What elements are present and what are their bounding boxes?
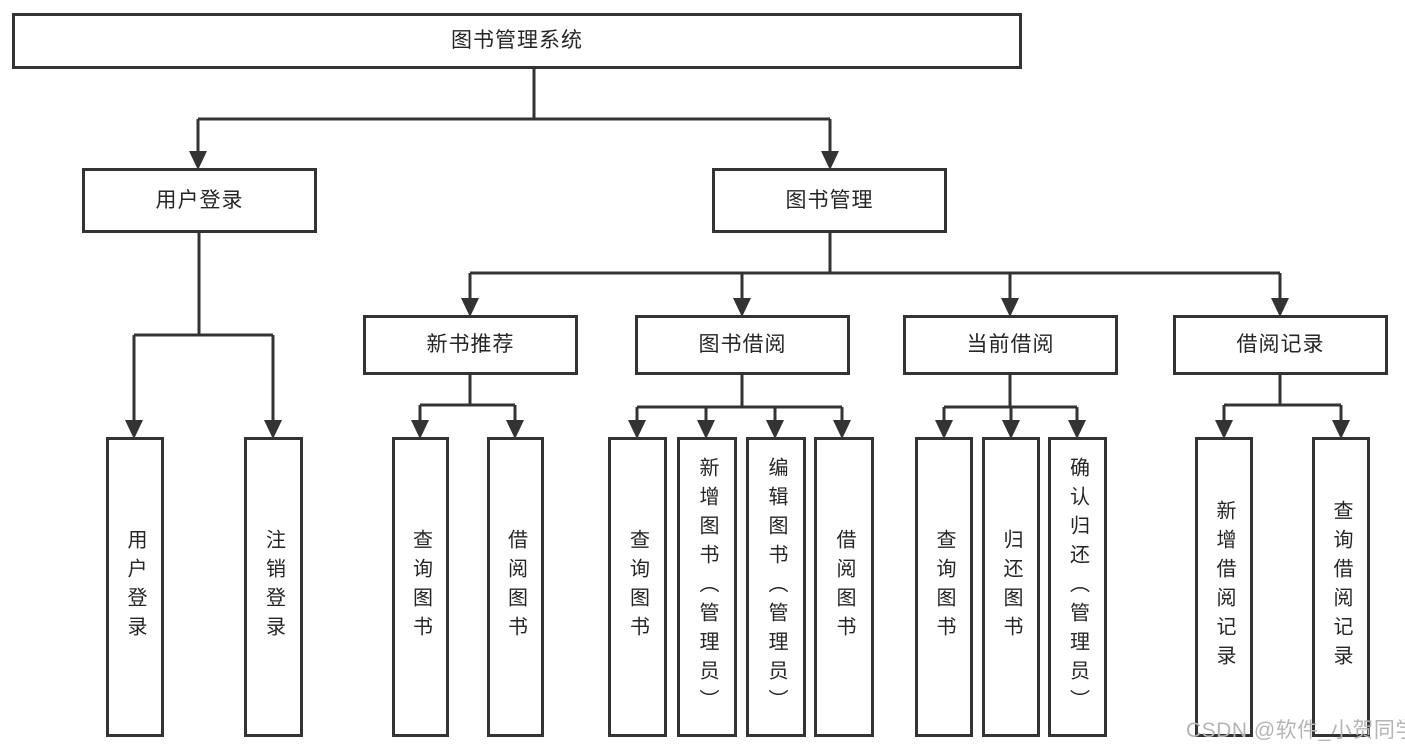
node-label: 借阅图书 (833, 529, 855, 645)
leaf-user-login: 用户登录 (106, 437, 164, 737)
node-label: 编辑图书（管理员） (765, 456, 787, 718)
watermark: CSDN @软件_小贺同学 (1186, 719, 1405, 742)
node-current-borrowing: 当前借阅 (903, 315, 1118, 375)
node-label: 查询借阅记录 (1330, 500, 1352, 674)
connector-paths (132, 69, 1343, 422)
node-label: 借阅图书 (504, 529, 527, 645)
node-label: 用户登录 (124, 529, 146, 645)
node-label: 查询图书 (626, 529, 649, 645)
node-label: 归还图书 (1000, 529, 1022, 645)
leaf-query-books-3: 查询图书 (915, 437, 973, 737)
node-label: 查询图书 (933, 529, 955, 645)
node-label: 用户登录 (155, 188, 244, 212)
leaf-logout: 注销登录 (244, 437, 303, 737)
leaf-query-books-1: 查询图书 (392, 437, 449, 737)
node-book-borrowing: 图书借阅 (635, 315, 850, 375)
node-new-book-recommendation: 新书推荐 (363, 315, 578, 375)
leaf-borrow-books-2: 借阅图书 (814, 437, 874, 737)
leaf-add-borrow-record: 新增借阅记录 (1195, 437, 1253, 737)
node-label: 新增图书（管理员） (696, 456, 718, 718)
node-book-management-branch: 图书管理 (712, 168, 947, 233)
node-label: 新增借阅记录 (1213, 500, 1235, 674)
node-library-management-system: 图书管理系统 (12, 13, 1022, 69)
leaf-borrow-books-1: 借阅图书 (487, 437, 544, 737)
node-label: 确认归还（管理员） (1066, 456, 1089, 718)
leaf-confirm-return-admin: 确认归还（管理员） (1048, 437, 1107, 737)
node-label: 查询图书 (409, 529, 432, 645)
node-label: 当前借阅 (966, 333, 1055, 357)
leaf-return-book: 归还图书 (982, 437, 1040, 737)
node-label: 图书管理系统 (451, 29, 583, 53)
leaf-query-borrow-record: 查询借阅记录 (1312, 437, 1370, 737)
leaf-query-books-2: 查询图书 (608, 437, 667, 737)
node-borrowing-records: 借阅记录 (1173, 315, 1388, 375)
node-label: 注销登录 (262, 529, 285, 645)
node-label: 新书推荐 (426, 333, 515, 357)
node-label: 图书管理 (785, 188, 874, 212)
arrowheads (125, 151, 1350, 439)
leaf-add-book-admin: 新增图书（管理员） (677, 437, 737, 737)
node-label: 借阅记录 (1236, 333, 1325, 357)
leaf-edit-book-admin: 编辑图书（管理员） (746, 437, 806, 737)
node-user-login-branch: 用户登录 (82, 168, 317, 233)
node-label: 图书借阅 (698, 333, 787, 357)
